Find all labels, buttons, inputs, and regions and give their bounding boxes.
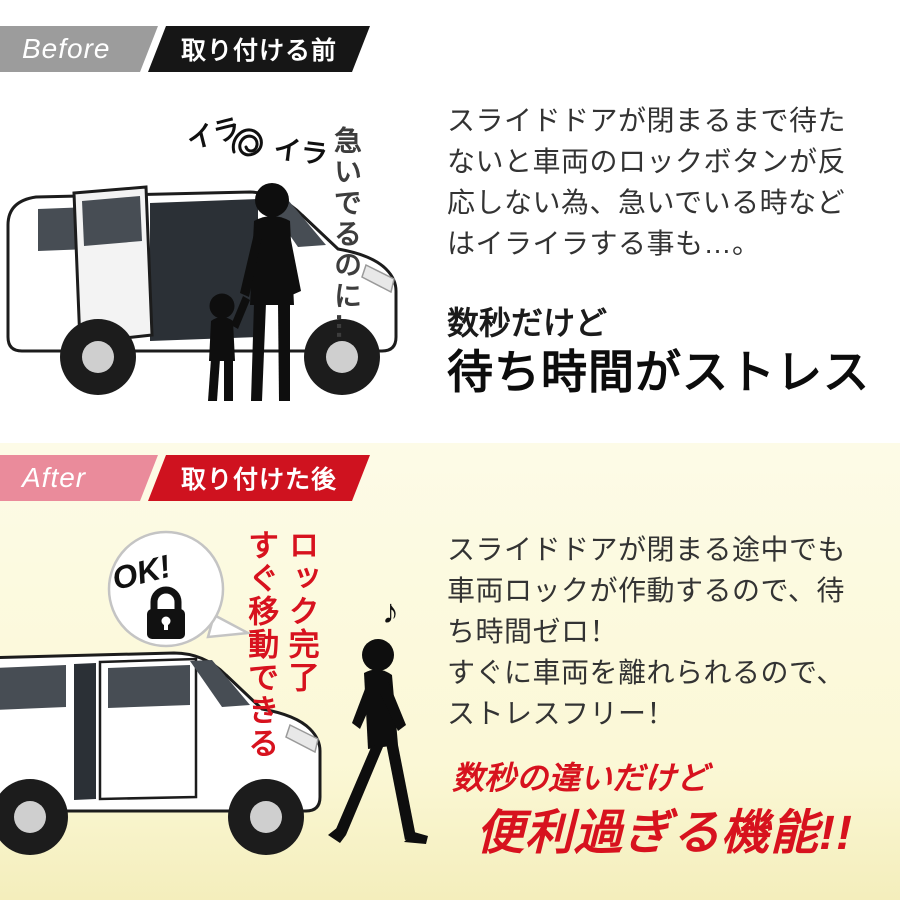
before-badge-en: Before [0, 26, 158, 72]
minivan-door-closing [0, 651, 322, 855]
before-label-jp: 取り付ける前 [180, 37, 337, 65]
after-badge-jp: 取り付けた後 [148, 455, 370, 501]
music-note-icon: ♪ [382, 593, 399, 631]
before-catch-line2: 待ち時間がストレス [447, 346, 870, 398]
before-section: Before 取り付ける前 [0, 0, 900, 443]
adult-silhouette [240, 183, 301, 401]
after-header-band: After 取り付けた後 [0, 455, 400, 501]
lock-complete-vertical-note: ロック完了 すぐ移動できる [243, 529, 319, 760]
before-scene-illustration [6, 183, 398, 401]
after-badge-en: After [0, 455, 158, 501]
after-label-en: After [22, 462, 87, 493]
before-label-en: Before [22, 33, 111, 64]
child-silhouette [208, 293, 250, 401]
after-scene-illustration [0, 639, 428, 855]
padlock-icon [147, 586, 185, 639]
after-catch-line2: 便利過ぎる機能!! [476, 807, 853, 860]
ok-speech-bubble: OK! [107, 530, 252, 648]
anger-scribble-icon [231, 128, 263, 157]
before-description: スライドドアが閉まるまで待たないと車両のロックボタンが反応しない為、急いでいる時… [447, 105, 847, 259]
walking-man-silhouette [328, 639, 428, 844]
before-badge-jp: 取り付ける前 [148, 26, 370, 72]
after-description: スライドドアが閉まる途中でも車両ロックが作動するので、待ち時間ゼロ！ すぐに車両… [447, 534, 847, 729]
after-section: After 取り付けた後 [0, 443, 900, 900]
after-catch-line1: 数秒の違いだけど [452, 760, 709, 796]
before-header-band: Before 取り付ける前 [0, 26, 400, 72]
minivan-doors-open [6, 185, 398, 395]
hurry-vertical-note: 急いでるのに… [331, 126, 362, 343]
irritation-text-2: イラ [272, 133, 330, 171]
after-label-jp: 取り付けた後 [180, 466, 337, 494]
before-catch-line1: 数秒だけど [447, 305, 608, 341]
